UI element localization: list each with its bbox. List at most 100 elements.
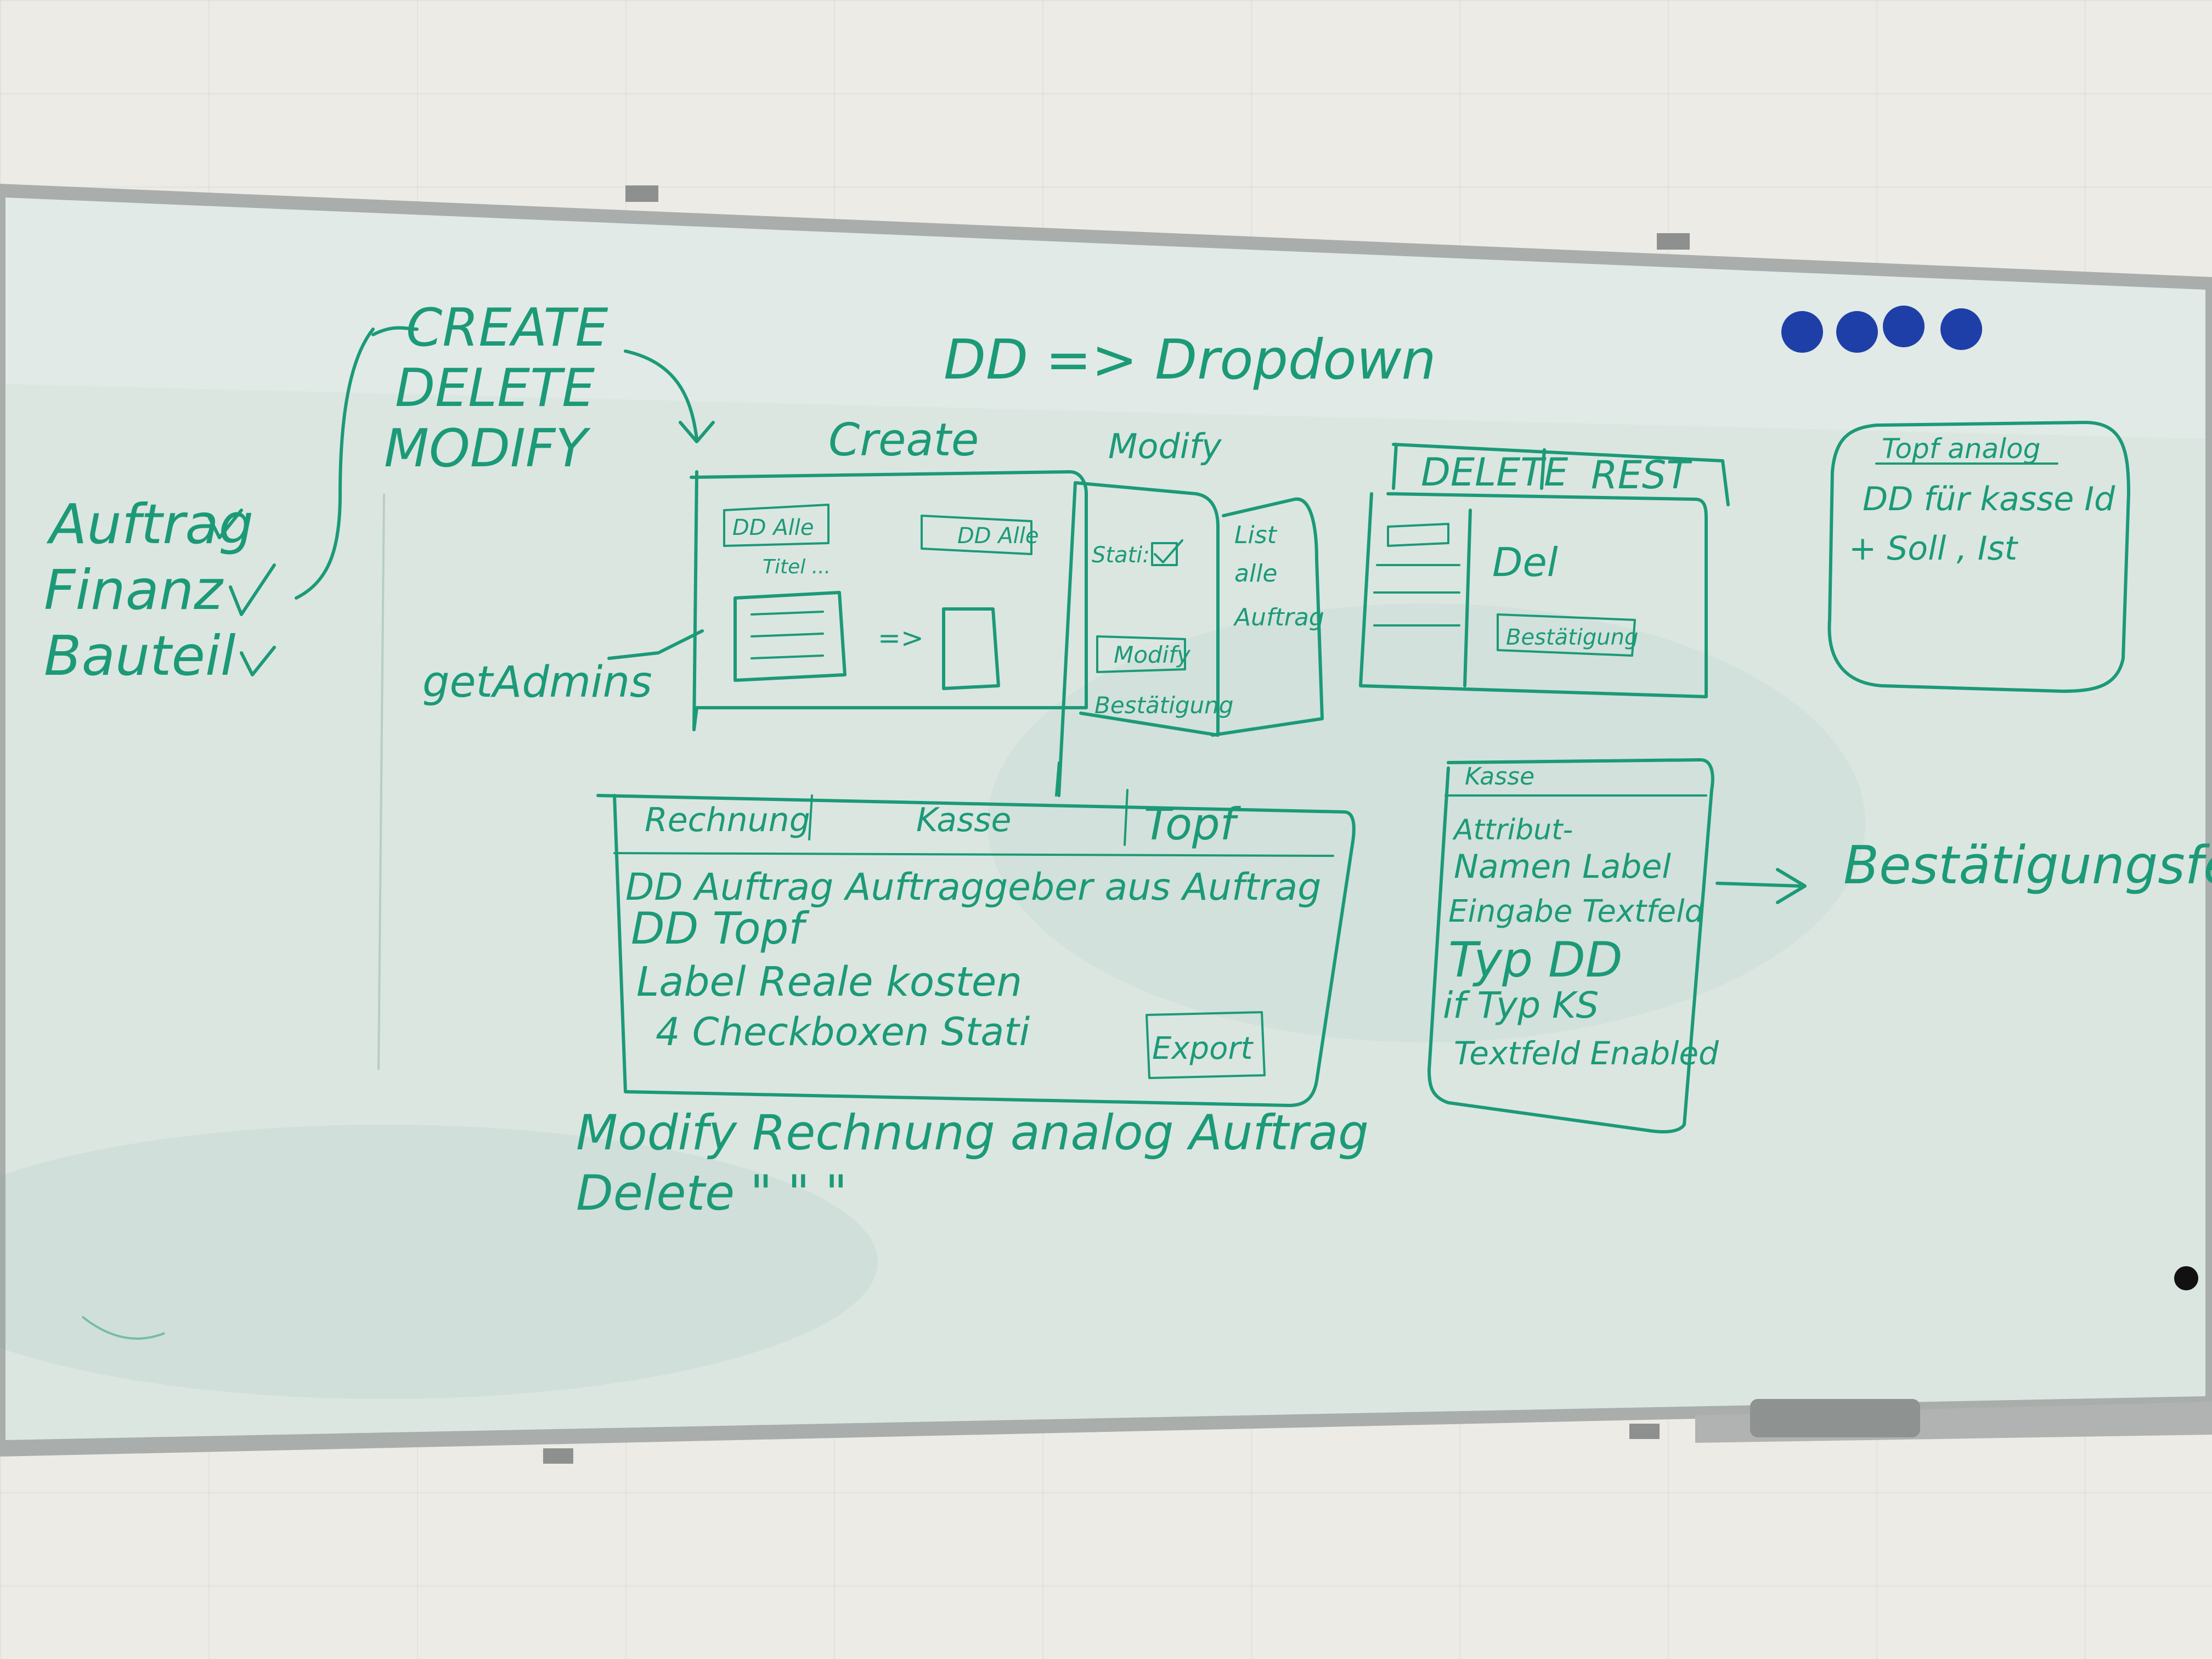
list-panel-auftrag: Auftrag — [1233, 603, 1324, 631]
heading-pointer-stroke — [371, 326, 419, 336]
tab-topf: Topf — [1144, 799, 1242, 850]
create-panel-left-edge — [692, 470, 698, 731]
kasse-panel-title: Kasse — [1465, 763, 1534, 791]
arrow-head — [1776, 868, 1807, 904]
topf-panel-title: Topf analog — [1882, 433, 2040, 465]
list-panel: List alle Auftrag — [1211, 497, 1324, 737]
frame-clip — [1629, 1424, 1660, 1439]
frame-clip — [625, 185, 658, 202]
kasse-line-eingabe: Eingabe Textfeld — [1448, 894, 1705, 929]
tab-kasse: Kasse — [916, 801, 1011, 839]
arrow-to-bestaetigungsfenster — [1716, 882, 1801, 888]
delete-panel-frame — [1359, 492, 1708, 698]
whiteboard-surface — [5, 198, 2205, 1440]
board-eraser — [1750, 1399, 1920, 1437]
list-panel-list: List — [1234, 521, 1278, 549]
magnet — [1940, 308, 1982, 350]
dd-alle-box — [723, 504, 830, 547]
black-magnet — [2174, 1266, 2198, 1290]
faint-ghost-line — [377, 493, 385, 1070]
kasse-panel-frame — [1427, 758, 1714, 1133]
delete-rest-tab-line — [1392, 443, 1730, 506]
magnet — [1883, 306, 1925, 347]
kasse-panel: Kasse Attribut- Namen Label Eingabe Text… — [1427, 758, 1719, 1133]
delete-item-box — [1387, 523, 1449, 547]
list-box-icon — [733, 591, 847, 682]
rechnung-line-checkboxen: 4 Checkboxen Stati — [656, 1009, 1030, 1054]
tab-rechnung: Rechnung — [645, 801, 810, 839]
delete-bestaetigung-label: Bestätigung — [1506, 625, 1638, 650]
checkmark-icon — [207, 509, 243, 539]
heading-actions: CREATE DELETE MODIFY — [371, 298, 715, 479]
rechnung-panel: Rechnung Kasse Topf DD Auftrag Auftragge… — [596, 761, 1356, 1107]
frame-clip — [1657, 233, 1690, 250]
left-list: Auftrag Finanz Bauteil — [44, 328, 375, 688]
modify-bestaetigung-label: Bestätigung — [1094, 692, 1233, 719]
dd-alle-sub-label: Titel ... — [763, 556, 831, 578]
bestaetigung-button-box — [1497, 613, 1636, 657]
kasse-line-if-typ: if Typ KS — [1443, 984, 1599, 1026]
checkmark-icon — [240, 646, 276, 676]
rechnung-tab-dividers — [808, 789, 1128, 846]
faint-scribble — [81, 1316, 165, 1340]
delete-rest-panel: DELETE REST Del Bestätigung — [1359, 443, 1730, 698]
dd-alle-label: DD Alle — [732, 515, 814, 540]
del-label: Del — [1492, 539, 1558, 585]
create-arrow-label: => — [878, 622, 924, 654]
list-panel-frame — [1211, 497, 1324, 737]
modify-note-line2: Delete " " " — [576, 1165, 847, 1221]
bestaetigungsfenster-label: Bestätigungsfenster — [1843, 836, 2212, 896]
dd-definition: DD => Dropdown — [944, 328, 1436, 392]
topf-line-dd: DD für kasse Id — [1863, 480, 2115, 518]
kasse-line-textfeld: Textfeld Enabled — [1454, 1035, 1719, 1072]
magnet — [1836, 311, 1878, 353]
heading-modify: MODIFY — [384, 419, 591, 479]
arrow-head — [679, 421, 715, 443]
rest-title: REST — [1591, 453, 1692, 498]
whiteboard — [0, 184, 2212, 1457]
check-icon — [1154, 539, 1183, 563]
modify-note: Modify Rechnung analog Auftrag Delete " … — [576, 1104, 1369, 1221]
rechnung-tab-line — [613, 852, 1334, 857]
delete-title: DELETE — [1421, 450, 1568, 495]
rechnung-line-dd-auftrag: DD Auftrag Auftraggeber aus Auftrag — [625, 866, 1321, 909]
delete-rest-tab-dividers — [1392, 443, 1546, 490]
heading-arrow-to-create — [624, 349, 698, 441]
heading-create: CREATE — [406, 298, 608, 358]
modify-panel: Modify Stati: Modify Bestätigung — [1057, 426, 1233, 797]
kasse-line-typ: Typ DD — [1448, 932, 1623, 988]
dd-alle-right-box — [921, 515, 1032, 555]
vertical-connector — [1055, 761, 1060, 797]
heading-delete: DELETE — [395, 358, 595, 419]
rechnung-panel-frame — [596, 794, 1356, 1107]
checkmark-icon — [229, 563, 276, 616]
create-panel-title: Create — [828, 414, 979, 466]
modify-button-box — [1096, 635, 1186, 673]
modify-button-label: Modify — [1114, 641, 1191, 668]
left-list-auftrag: Auftrag — [46, 492, 253, 556]
smudge — [0, 1125, 878, 1399]
left-list-finanz: Finanz — [44, 558, 224, 622]
rechnung-line-label: Label Reale kosten — [636, 958, 1022, 1006]
frame-clip — [543, 1448, 573, 1464]
stati-label: Stati: — [1092, 543, 1150, 568]
left-list-bauteil: Bauteil — [44, 624, 236, 688]
modify-panel-frame — [1074, 481, 1220, 737]
delete-panel-divider — [1463, 509, 1472, 687]
topf-panel: Topf analog DD für kasse Id + Soll , Ist — [1827, 421, 2130, 693]
export-button-box — [1146, 1011, 1266, 1079]
get-admins-label: getAdmins — [422, 658, 652, 707]
checkbox-icon — [1151, 542, 1178, 566]
modify-note-line1: Modify Rechnung analog Auftrag — [576, 1104, 1369, 1161]
list-lines — [751, 611, 824, 659]
modify-panel-divider — [1057, 481, 1077, 797]
rechnung-line-dd-topf: DD Topf — [631, 903, 810, 954]
delete-list-lines — [1373, 564, 1460, 627]
list-panel-alle: alle — [1234, 560, 1277, 588]
get-admins-arrow — [607, 629, 704, 660]
kasse-line-namen: Namen Label — [1454, 848, 1671, 886]
modify-panel-title: Modify — [1108, 426, 1222, 466]
surface-glare — [5, 198, 2205, 439]
kasse-line-attribut: Attribut- — [1452, 814, 1573, 847]
